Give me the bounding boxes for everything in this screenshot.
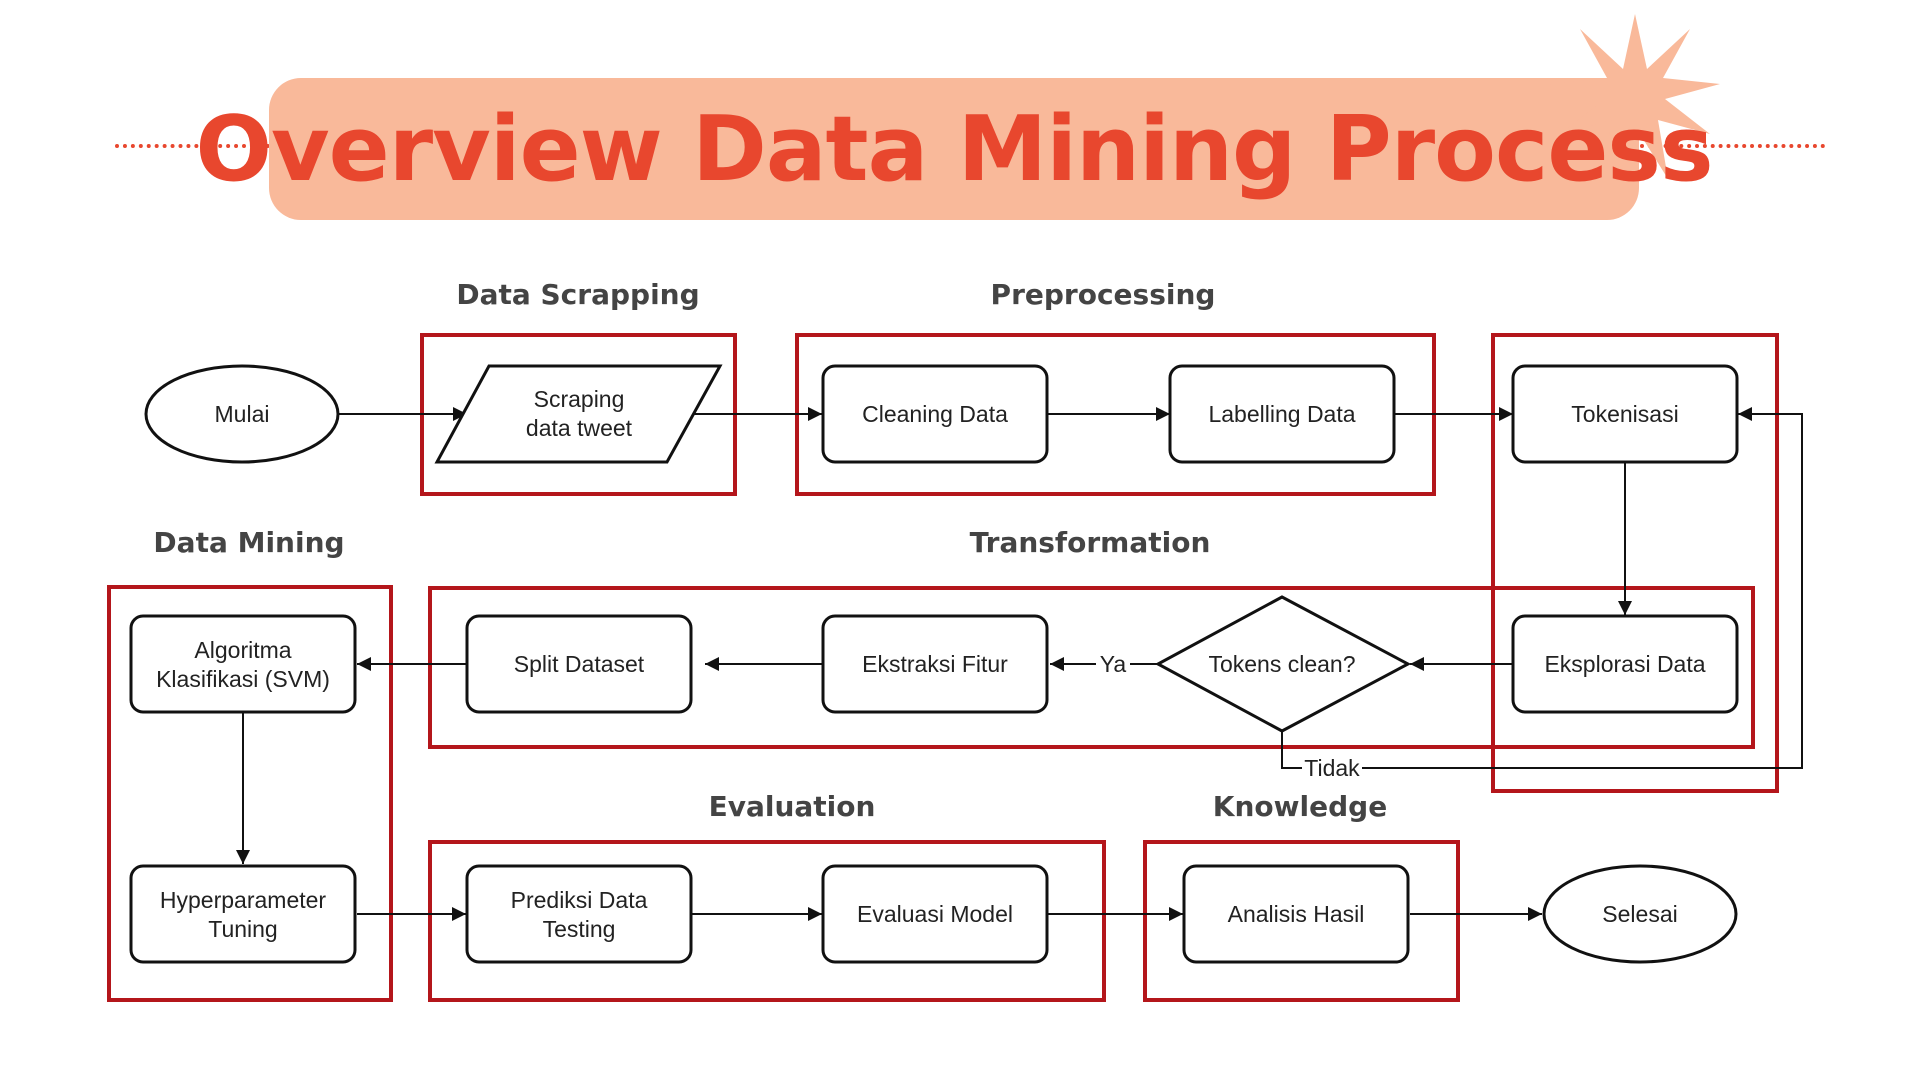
stage-box-data-mining [107, 585, 393, 1002]
process-prediksi [465, 864, 693, 964]
node-label-algoritma-2: Klasifikasi (SVM) [156, 666, 330, 692]
node-label-cleaning: Cleaning Data [862, 401, 1008, 427]
stage-box-transformation [428, 586, 1755, 749]
terminal-selesai [1542, 864, 1738, 964]
node-label-prediksi-1: Prediksi Data [511, 887, 648, 913]
node-label-scraping-2: data tweet [526, 415, 633, 441]
node-label-evaluasi: Evaluasi Model [857, 901, 1013, 927]
stage-box-tokenisasi [1491, 333, 1779, 793]
process-split [465, 614, 693, 714]
node-label-hyper-1: Hyperparameter [160, 887, 327, 913]
process-algoritma [129, 614, 357, 714]
title-rule-left [115, 144, 270, 148]
node-label-selesai: Selesai [1602, 901, 1677, 927]
stage-box-knowledge [1143, 840, 1460, 1002]
stage-label-data-mining: Data Mining [153, 526, 345, 559]
page-title: Overview Data Mining Process [195, 96, 1713, 202]
edge-label-ya: Ya [1100, 651, 1127, 677]
process-analisis [1182, 864, 1410, 964]
node-label-tokenisasi: Tokenisasi [1571, 401, 1678, 427]
node-label-scraping-1: Scraping [534, 386, 625, 412]
io-scraping [434, 364, 723, 464]
process-cleaning [821, 364, 1049, 464]
node-label-hyper-2: Tuning [208, 916, 277, 942]
stage-label-preprocessing: Preprocessing [990, 278, 1216, 311]
title-banner [269, 78, 1639, 220]
node-label-prediksi-2: Testing [543, 916, 616, 942]
edge-decision-tokenisasi-loop [1281, 407, 1803, 769]
process-ekstraksi [821, 614, 1049, 714]
process-labelling [1168, 364, 1396, 464]
process-tokenisasi [1511, 364, 1739, 464]
stage-box-evaluation [428, 840, 1106, 1002]
node-label-analisis: Analisis Hasil [1228, 901, 1365, 927]
node-label-eksplorasi: Eksplorasi Data [1544, 651, 1705, 677]
node-label-mulai: Mulai [215, 401, 270, 427]
title-rule-right [1640, 144, 1825, 148]
process-hyper [129, 864, 357, 964]
process-eksplorasi [1511, 614, 1739, 714]
terminal-mulai [144, 364, 340, 464]
node-label-split: Split Dataset [514, 651, 645, 677]
stage-label-transformation: Transformation [969, 526, 1211, 559]
node-label-labelling: Labelling Data [1208, 401, 1355, 427]
stage-label-data-scrapping: Data Scrapping [456, 278, 700, 311]
starburst-icon [1550, 14, 1720, 179]
process-evaluasi [821, 864, 1049, 964]
edge-label-tidak: Tidak [1304, 755, 1360, 781]
node-label-algoritma-1: Algoritma [194, 637, 291, 663]
node-label-ekstraksi: Ekstraksi Fitur [862, 651, 1008, 677]
stage-label-evaluation: Evaluation [708, 790, 876, 823]
decision-tokens-clean [1154, 595, 1412, 733]
node-label-tokens-clean: Tokens clean? [1208, 651, 1355, 677]
stage-label-knowledge: Knowledge [1212, 790, 1388, 823]
